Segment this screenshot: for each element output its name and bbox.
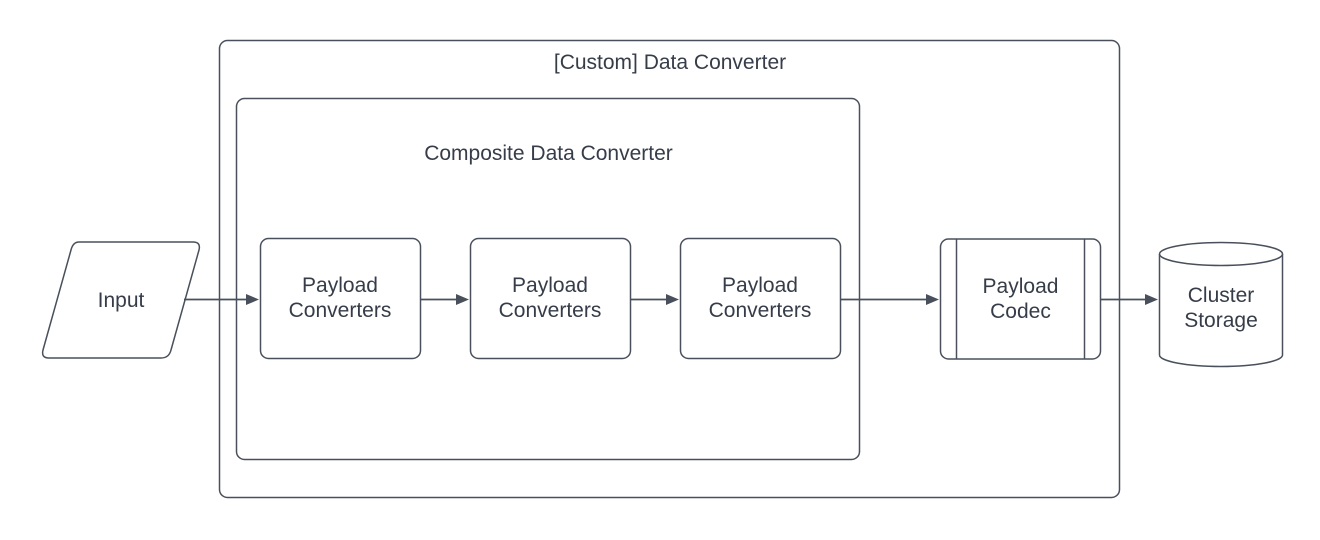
inner-group-box (235, 97, 861, 461)
input-shape (41, 241, 201, 359)
payload-codec-shape (939, 238, 1102, 360)
cluster-storage-top-rim (1158, 253, 1284, 267)
arrowhead-icon (456, 294, 469, 305)
inner-group-title: Composite Data Converter (424, 142, 673, 165)
cluster-storage-shape (1158, 241, 1284, 368)
payload-converters-1-shape (259, 237, 422, 360)
outer-group-box (218, 39, 1121, 499)
arrowhead-icon (246, 294, 259, 305)
payload-converters-2-shape (469, 237, 632, 360)
payload-converters-3-shape (679, 237, 842, 360)
arrowhead-icon (1145, 294, 1158, 305)
arrowhead-icon (926, 294, 939, 305)
arrowhead-icon (666, 294, 679, 305)
outer-group-title: [Custom] Data Converter (553, 51, 787, 74)
